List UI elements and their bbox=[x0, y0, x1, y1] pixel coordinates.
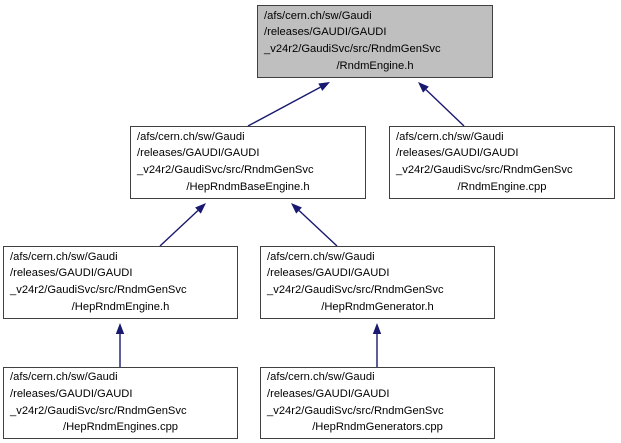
node-label-line: /RndmEngine.h bbox=[336, 59, 414, 72]
node-label-line: /releases/GAUDI/GAUDI bbox=[10, 267, 133, 280]
edge-heprndmgenerator-to-heprndmbaseengine bbox=[291, 203, 338, 247]
edge-rndmenginecpp-to-rndmengine bbox=[418, 82, 465, 127]
node-label-line: /afs/cern.ch/sw/Gaudi bbox=[267, 250, 375, 263]
edge-heprndmgenerators-to-heprndmgenerator bbox=[372, 323, 382, 367]
node-label-line: /afs/cern.ch/sw/Gaudi bbox=[10, 371, 118, 384]
edge-heprndmbaseengine-to-rndmengine bbox=[247, 82, 330, 127]
edge-line bbox=[425, 89, 465, 127]
node-label-line: /releases/GAUDI/GAUDI bbox=[264, 26, 387, 39]
edge-arrowhead-icon bbox=[372, 323, 382, 334]
node-label-line: /afs/cern.ch/sw/Gaudi bbox=[396, 130, 504, 143]
node-label-line: /afs/cern.ch/sw/Gaudi bbox=[264, 9, 372, 22]
node-label-line: /releases/GAUDI/GAUDI bbox=[10, 387, 133, 400]
edge-heprndmengines-to-heprndmengine bbox=[115, 323, 125, 367]
node-rndmengine-cpp[interactable]: /afs/cern.ch/sw/Gaudi/releases/GAUDI/GAU… bbox=[389, 126, 615, 199]
node-label-line: /releases/GAUDI/GAUDI bbox=[137, 147, 260, 160]
edge-arrowhead-icon bbox=[195, 203, 206, 214]
edge-line bbox=[298, 210, 338, 247]
edge-arrowhead-icon bbox=[418, 82, 429, 93]
node-label-line: _v24r2/GaudiSvc/src/RndmGenSvc bbox=[137, 164, 314, 176]
node-label-line: /releases/GAUDI/GAUDI bbox=[267, 267, 390, 280]
node-heprndmengine-h[interactable]: /afs/cern.ch/sw/Gaudi/releases/GAUDI/GAU… bbox=[3, 246, 238, 319]
node-label-line: /HepRndmBaseEngine.h bbox=[186, 180, 310, 193]
node-heprndmengines-cpp[interactable]: /afs/cern.ch/sw/Gaudi/releases/GAUDI/GAU… bbox=[3, 367, 238, 439]
node-label-line: _v24r2/GaudiSvc/src/RndmGenSvc bbox=[10, 404, 187, 417]
node-label-line: /HepRndmEngine.h bbox=[71, 300, 170, 313]
node-label-line: /afs/cern.ch/sw/Gaudi bbox=[267, 371, 375, 384]
edge-arrowhead-icon bbox=[318, 82, 330, 91]
node-label-line: _v24r2/GaudiSvc/src/RndmGenSvc bbox=[396, 164, 573, 176]
node-label-line: /RndmEngine.cpp bbox=[457, 180, 547, 193]
node-label-line: /HepRndmGenerators.cpp bbox=[312, 421, 443, 434]
edge-arrowhead-icon bbox=[115, 323, 125, 334]
node-label-line: _v24r2/GaudiSvc/src/RndmGenSvc bbox=[267, 404, 444, 417]
node-rndmengine-h[interactable]: /afs/cern.ch/sw/Gaudi/releases/GAUDI/GAU… bbox=[257, 5, 493, 78]
edge-heprndmengine-to-heprndmbaseengine bbox=[159, 203, 206, 247]
node-label-line: /HepRndmEngines.cpp bbox=[62, 421, 179, 434]
edge-line bbox=[159, 210, 199, 247]
node-label-line: _v24r2/GaudiSvc/src/RndmGenSvc bbox=[10, 284, 187, 296]
edge-arrowhead-icon bbox=[291, 203, 302, 214]
node-label-line: /releases/GAUDI/GAUDI bbox=[267, 387, 390, 400]
edge-line bbox=[247, 86, 321, 127]
node-heprndmbaseengine-h[interactable]: /afs/cern.ch/sw/Gaudi/releases/GAUDI/GAU… bbox=[130, 126, 366, 199]
node-heprndmgenerators-cpp[interactable]: /afs/cern.ch/sw/Gaudi/releases/GAUDI/GAU… bbox=[260, 367, 495, 439]
node-label-line: _v24r2/GaudiSvc/src/RndmGenSvc bbox=[264, 43, 441, 55]
node-label-line: _v24r2/GaudiSvc/src/RndmGenSvc bbox=[267, 284, 444, 296]
node-label-line: /afs/cern.ch/sw/Gaudi bbox=[10, 250, 118, 263]
node-label-line: /releases/GAUDI/GAUDI bbox=[396, 147, 519, 160]
node-label-line: /afs/cern.ch/sw/Gaudi bbox=[137, 130, 245, 143]
node-label-line: /HepRndmGenerator.h bbox=[321, 300, 434, 313]
node-heprndmgenerator-h[interactable]: /afs/cern.ch/sw/Gaudi/releases/GAUDI/GAU… bbox=[260, 246, 495, 319]
